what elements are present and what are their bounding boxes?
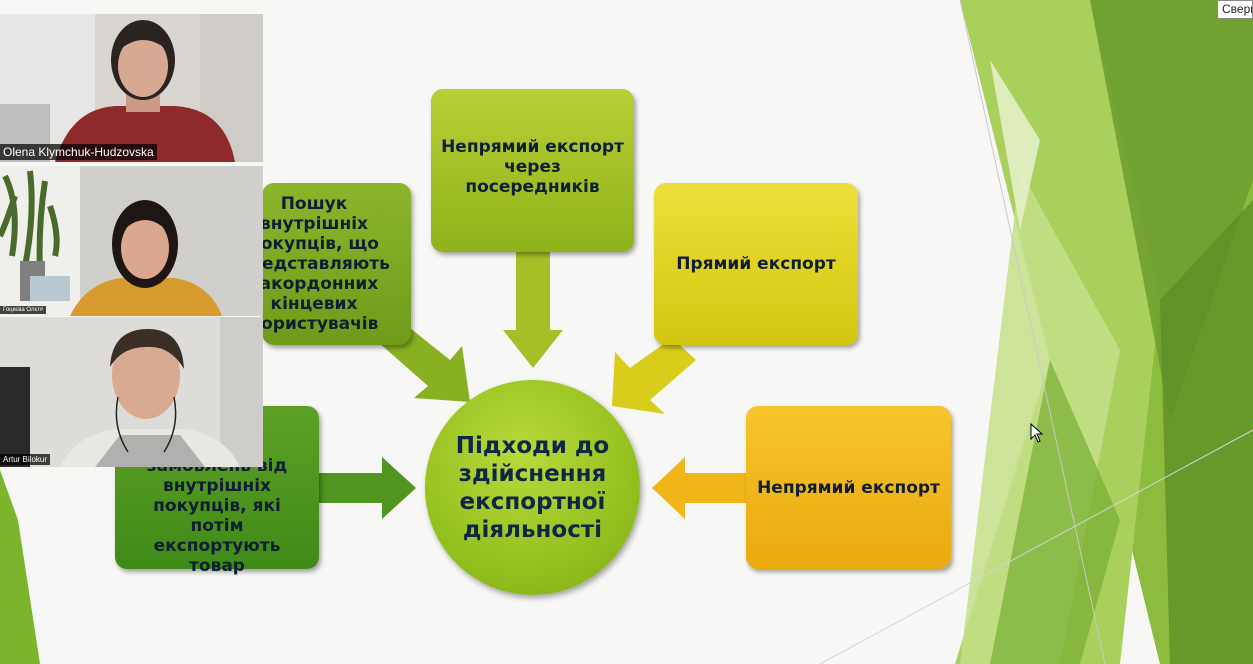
box-indirect-export-intermediaries: Непрямий експорт через посередників xyxy=(431,89,634,252)
center-circle: Підходи до здійснення експортної діяльно… xyxy=(425,380,640,595)
box-indirect-export: Непрямий експорт xyxy=(746,406,951,569)
video-tile-1[interactable]: Olena Klymchuk-Hudzovska xyxy=(0,14,263,162)
video-feed-3 xyxy=(0,317,263,467)
participant-name-2: Гоцкєва Олєг# xyxy=(0,306,47,314)
mouse-cursor-icon xyxy=(1030,423,1044,443)
participant-name-1: Olena Klymchuk-Hudzovska xyxy=(0,144,157,160)
participant-name-3: Artur Bilokur xyxy=(0,454,51,465)
video-tile-3[interactable]: Artur Bilokur xyxy=(0,317,263,467)
box-find-domestic-buyers: Пошук внутрішніх покупців, що представля… xyxy=(238,183,411,345)
video-tile-2[interactable]: Гоцкєва Олєг# xyxy=(0,166,263,316)
box-find-domestic-buyers-text: Пошук внутрішніх покупців, що представля… xyxy=(238,194,390,334)
box-direct-export: Прямий експорт xyxy=(654,183,858,345)
video-feed-2 xyxy=(0,166,263,316)
collapse-button[interactable]: Свернуть xyxy=(1217,0,1253,19)
video-feed-1 xyxy=(0,14,263,162)
